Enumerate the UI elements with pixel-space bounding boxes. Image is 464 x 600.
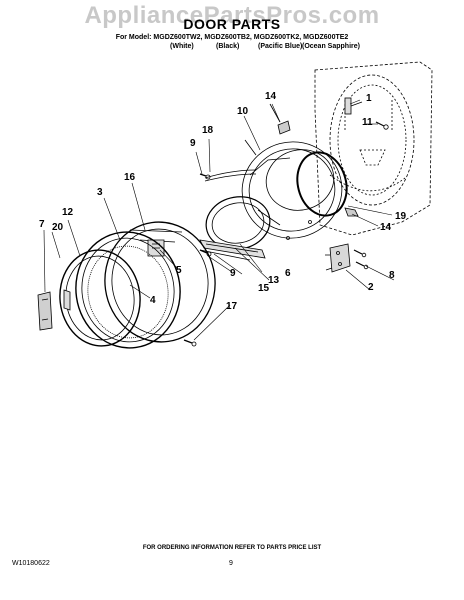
- callout-14-top: 14: [265, 91, 277, 102]
- inner-door: [241, 139, 343, 240]
- outer-door: [104, 221, 216, 343]
- callout-12: 12: [62, 207, 74, 218]
- door-gasket-ring: [296, 151, 359, 217]
- strike-screw: [375, 121, 389, 130]
- leader-lines: [43, 99, 395, 341]
- callout-8: 8: [389, 270, 395, 281]
- callout-2: 2: [368, 282, 374, 293]
- callout-4: 4: [150, 295, 156, 306]
- door-screw-bottom: [183, 339, 197, 347]
- color-label-black: (Black): [216, 43, 240, 50]
- callout-6: 6: [285, 268, 291, 279]
- screw-top: [199, 173, 211, 180]
- callout-10: 10: [237, 106, 249, 117]
- callout-17: 17: [226, 301, 238, 312]
- callout-15: 15: [258, 283, 270, 294]
- callout-20: 20: [52, 222, 64, 233]
- hinge-screws: [353, 249, 369, 270]
- door-glass: [87, 245, 169, 339]
- callout-14-right: 14: [380, 222, 392, 233]
- callout-7: 7: [39, 219, 45, 230]
- callout-13: 13: [268, 275, 280, 286]
- door-hinge: [325, 243, 351, 273]
- page-title: DOOR PARTS: [183, 16, 281, 32]
- callout-9-lower: 9: [230, 268, 236, 279]
- hinge-bracket-top: [269, 103, 291, 135]
- callout-1: 1: [366, 93, 372, 104]
- color-label-pacific-blue: (Pacific Blue): [258, 43, 303, 50]
- callout-11: 11: [362, 117, 373, 128]
- color-label-ocean-sapphire: (Ocean Sapphire): [302, 43, 360, 50]
- callout-5: 5: [176, 265, 182, 276]
- door-ring: [75, 231, 181, 349]
- callout-9-top: 9: [190, 138, 196, 149]
- model-line: For Model: MGDZ600TW2, MGDZ600TB2, MGDZ6…: [115, 34, 349, 41]
- ordering-footer: FOR ORDERING INFORMATION REFER TO PARTS …: [142, 545, 322, 551]
- document-number: W10180622: [12, 560, 50, 567]
- page-number: 9: [229, 560, 233, 567]
- cabinet-front-panel: [314, 61, 433, 236]
- wire-harness: [204, 169, 257, 182]
- door-strike: [344, 97, 363, 115]
- outer-door-ring: [59, 249, 141, 347]
- door-label-plate: [147, 239, 165, 257]
- outer-door-handle: [37, 291, 53, 331]
- color-label-white: (White): [170, 43, 194, 50]
- callout-19: 19: [395, 211, 407, 222]
- callout-3: 3: [97, 187, 103, 198]
- watermark: AppliancePartsPros.com: [84, 2, 380, 29]
- callout-18: 18: [202, 125, 214, 136]
- callout-16: 16: [124, 172, 136, 183]
